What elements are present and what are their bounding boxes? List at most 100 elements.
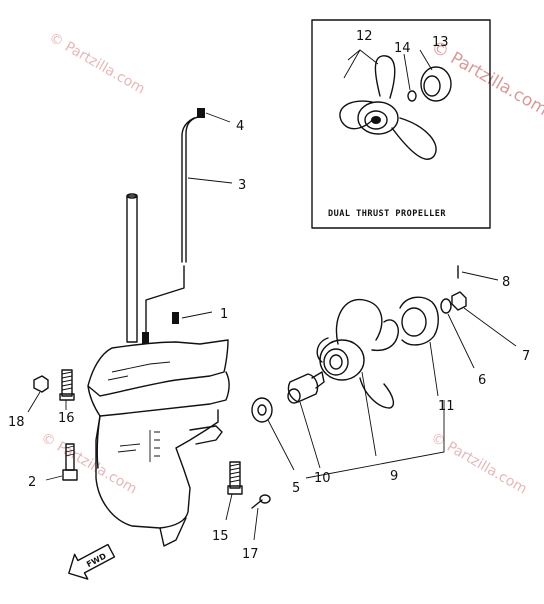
case-front (96, 415, 101, 469)
stud-16-threads (61, 371, 73, 391)
case-vent-marks (154, 431, 160, 457)
part-6-washer (440, 298, 475, 369)
inset-label-12: 12 (356, 29, 373, 44)
case-plate (87, 371, 230, 417)
inset-label-14: 14 (394, 41, 411, 56)
tube-line-inner (181, 117, 195, 263)
fwd-arrow-shape (68, 543, 116, 580)
washer-5-inner (257, 404, 267, 416)
inset-washer (407, 90, 417, 102)
callout-9: 9 (390, 469, 398, 484)
inset-blade-right (391, 117, 437, 160)
callout-10: 10 (314, 471, 331, 486)
leader-15 (225, 493, 233, 521)
callout-2: 2 (28, 475, 36, 490)
water-tube (181, 108, 233, 263)
leader-2 (45, 475, 63, 481)
prop-hub-ring (323, 348, 349, 376)
stud-16-body (61, 369, 73, 397)
spacer-10-end (287, 388, 301, 404)
case-detail-2 (107, 375, 129, 381)
stud-15-body (229, 461, 241, 489)
part-7-nut (451, 291, 517, 347)
bracket-9-10-11 (305, 400, 445, 479)
inset-cap (420, 66, 452, 102)
prop-hub-bore (329, 354, 343, 370)
part-8-pin (457, 265, 499, 281)
drive-shaft (126, 195, 138, 343)
leader-7 (463, 307, 517, 347)
part-1-grommet (172, 311, 213, 324)
inset-leader-13 (419, 49, 433, 71)
callout-11: 11 (438, 399, 455, 414)
watermark-top-left: © Partzilla.com (46, 30, 148, 98)
callout-5: 5 (292, 481, 300, 496)
inset-caption: DUAL THRUST PROPELLER (328, 209, 446, 219)
inset-frame (311, 19, 491, 229)
tube-line (185, 115, 203, 263)
callout-1: 1 (220, 307, 228, 322)
spacer-10-body (287, 373, 319, 403)
case-detail-4 (117, 443, 141, 453)
fwd-arrow: FWD (68, 543, 116, 580)
tube-grommet (197, 108, 205, 118)
lower-unit-case (87, 193, 230, 547)
stud-15-threads (229, 463, 241, 483)
inset-leader-12b (343, 49, 361, 79)
leader-5 (267, 419, 295, 471)
bolt-2-threads (65, 445, 75, 457)
callout-3: 3 (238, 178, 246, 193)
leader-4 (205, 112, 231, 123)
leader-8 (461, 271, 499, 281)
prop-blade-bottom (359, 377, 395, 409)
inset-leader-12 (347, 49, 379, 65)
inset-hub-inner (364, 110, 388, 130)
case-skeg (159, 517, 187, 547)
inset-hub (357, 101, 399, 135)
leader-11 (429, 341, 439, 397)
leader-17 (253, 507, 259, 541)
part-9-propeller (316, 298, 399, 457)
part-2-bolt (45, 443, 78, 481)
case-upper (87, 339, 229, 397)
case-body (95, 409, 219, 529)
inset-cap-inner (423, 75, 441, 97)
callout-15: 15 (212, 529, 229, 544)
part-10-spacer (287, 371, 325, 469)
inset-leader-14 (403, 53, 411, 91)
callout-8: 8 (502, 275, 510, 290)
part-15-stud (225, 461, 243, 521)
washer-5-outer (251, 397, 273, 423)
shift-rod-end (142, 332, 149, 344)
callout-17: 17 (242, 547, 259, 562)
stud-16-head (59, 393, 75, 401)
prop-blade-right (371, 319, 399, 352)
inset-label-13: 13 (432, 35, 449, 50)
part-17-screw (251, 494, 271, 541)
nut-18-shape (33, 375, 49, 393)
callout-4: 4 (236, 119, 244, 134)
drive-shaft-top (126, 193, 138, 199)
stud-15-head (227, 485, 243, 495)
case-detail-1 (111, 361, 171, 373)
part-5-washer (251, 397, 295, 471)
prop-hub (319, 339, 365, 381)
shift-rod (145, 265, 185, 343)
part-18-nut (27, 375, 49, 413)
inset-dual-thrust-propeller: 12 13 14 DUAL THRUST PROPELLER (311, 19, 491, 229)
prop-blade-top (335, 298, 383, 345)
inset-hub-bore (371, 116, 381, 124)
nut-7-shape (451, 291, 467, 311)
leader-6 (447, 313, 475, 369)
callout-16: 16 (58, 411, 75, 426)
callout-7: 7 (522, 349, 530, 364)
callout-6: 6 (478, 373, 486, 388)
washer-6 (440, 298, 452, 314)
inset-blade-top (374, 55, 396, 99)
cap-11-outer (399, 296, 439, 346)
grommet-1 (172, 312, 179, 324)
leader-9 (361, 371, 377, 457)
watermark-bottom-right: © Partzilla.com (428, 430, 530, 498)
inset-blade-left (339, 100, 375, 130)
